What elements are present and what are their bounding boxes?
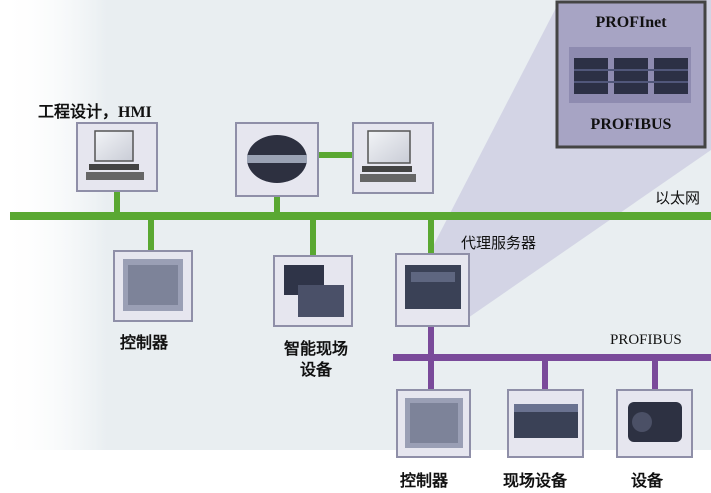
controller-device <box>113 250 193 322</box>
label-proxy-server: 代理服务器 <box>461 236 537 252</box>
label-smart-field-device-line1: 智能现场 <box>283 341 348 358</box>
label-device: 设备 <box>631 473 664 490</box>
device <box>616 389 693 458</box>
ethernet-drop-proxy <box>428 220 434 254</box>
inset-title-profinet: PROFInet <box>595 14 667 31</box>
label-ethernet: 以太网 <box>655 191 701 207</box>
label-controller-2: 控制器 <box>400 473 449 490</box>
profibus-line <box>393 354 711 361</box>
pc <box>352 122 434 194</box>
profibus-drop-device <box>652 360 658 392</box>
ethernet-drop-controller <box>148 220 154 250</box>
label-profibus-bus: PROFIBUS <box>610 332 682 348</box>
label-engineering-hmi: 工程设计，HMI <box>38 104 152 121</box>
field-device <box>507 389 584 458</box>
ethernet-drop-server <box>274 196 280 214</box>
ethernet-drop-smart <box>310 220 316 256</box>
controller-device-2 <box>396 389 471 458</box>
inset-title-profibus: PROFIBUS <box>590 116 672 133</box>
protocol-inset <box>555 0 707 149</box>
inset-module-3 <box>654 58 688 94</box>
ethernet-drop-hmi <box>114 190 120 214</box>
server <box>235 122 319 197</box>
server-pc-link <box>318 152 354 158</box>
smart-field-device <box>273 255 353 327</box>
inset-module-2 <box>614 58 648 94</box>
ethernet-line <box>10 212 711 220</box>
hmi-workstation <box>76 122 158 192</box>
inset-module-1 <box>574 58 608 94</box>
profibus-drop-field <box>542 360 548 392</box>
proxy-server-device <box>395 253 470 327</box>
label-smart-field-device-line2: 设备 <box>299 362 332 379</box>
label-field-device: 现场设备 <box>503 473 568 490</box>
profibus-drop-proxy <box>428 325 434 357</box>
label-controller: 控制器 <box>120 335 169 352</box>
profibus-drop-controller <box>428 360 434 392</box>
